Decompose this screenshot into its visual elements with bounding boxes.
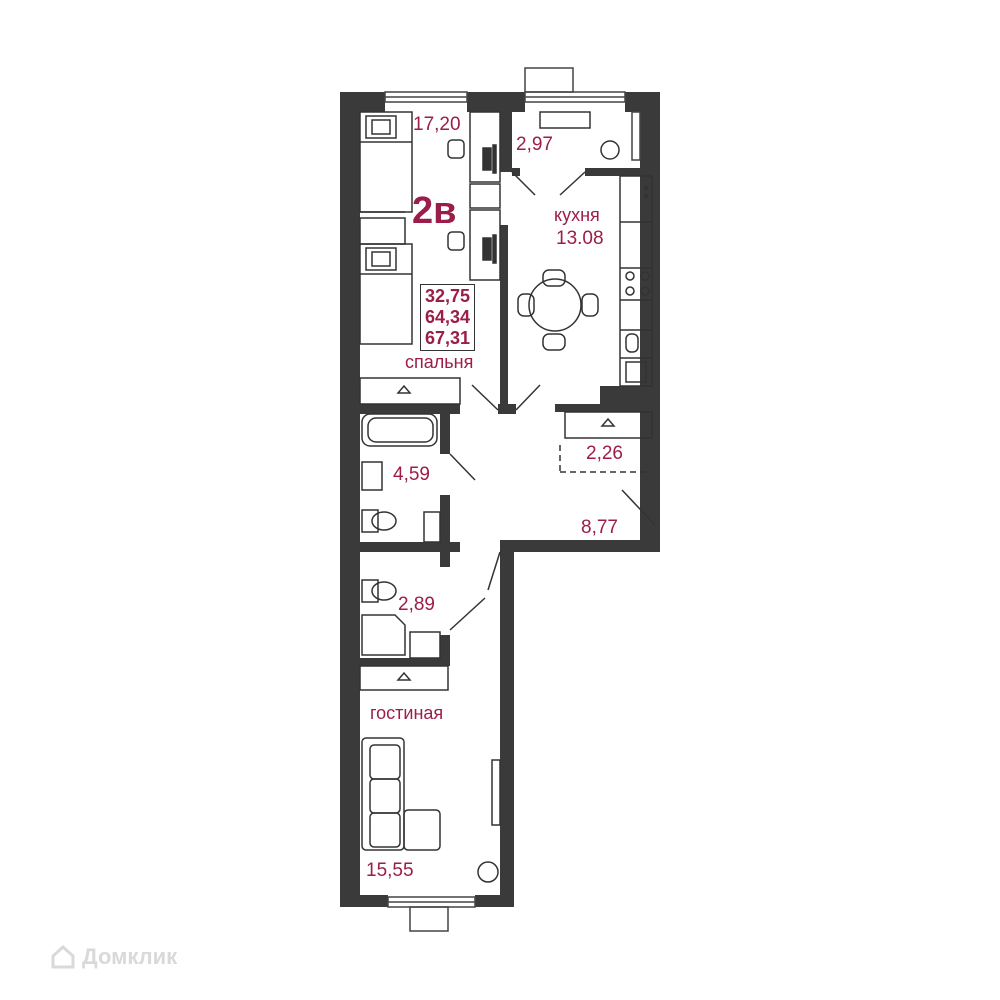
area-living: 32,75	[425, 286, 471, 306]
living-room-name: гостиная	[370, 703, 444, 723]
kitchen-name: кухня	[554, 205, 600, 225]
doors	[449, 171, 656, 631]
bathroom-area: 4,59	[393, 464, 430, 485]
bedroom-furniture	[359, 111, 501, 405]
watermark: Домклик	[50, 944, 177, 970]
bedroom-area: 17,20	[413, 114, 461, 135]
area-summary-box: 32,75 64,34 67,31	[420, 284, 476, 351]
living-furniture	[359, 665, 501, 883]
storage-fixtures	[559, 411, 653, 473]
kitchen-area: 13.08	[556, 228, 604, 249]
apartment-type-label: 2в	[412, 190, 457, 232]
walls	[340, 92, 660, 907]
area-total-with-balcony: 67,31	[425, 328, 471, 348]
area-total: 64,34	[425, 307, 471, 327]
house-logo-icon	[51, 944, 75, 969]
kitchen-furniture	[517, 111, 653, 387]
watermark-text: Домклик	[82, 944, 178, 969]
living-room-area: 15,55	[366, 860, 414, 881]
balcony-area: 2,97	[516, 134, 553, 155]
toilet-area: 2,89	[398, 594, 435, 615]
bathroom-fixtures	[361, 413, 441, 543]
toilet-fixtures	[361, 579, 441, 659]
storage-area: 2,26	[586, 443, 623, 464]
windows	[384, 67, 641, 932]
hallway-area: 8,77	[581, 517, 618, 538]
bedroom-name: спальня	[405, 352, 474, 372]
